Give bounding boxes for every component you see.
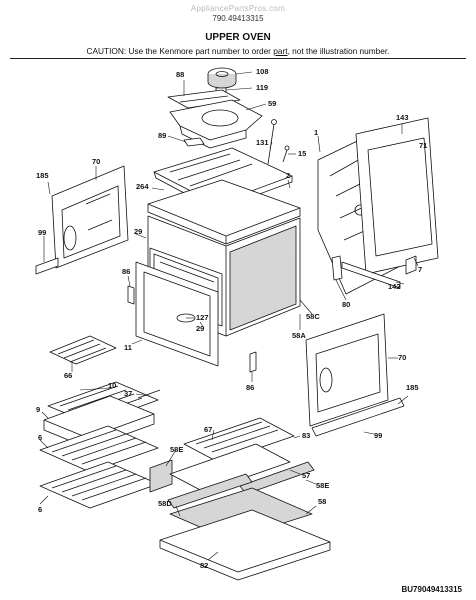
callout-2[interactable]: 2 — [286, 171, 291, 180]
model-number: 790.49413315 — [212, 14, 264, 23]
caution-part-link[interactable]: part — [273, 46, 288, 56]
part-142-strip[interactable] — [341, 261, 401, 289]
part-15[interactable] — [282, 145, 290, 163]
part-86-hinge-right[interactable] — [249, 351, 257, 373]
callout-67[interactable]: 67 — [204, 425, 213, 434]
part-82-bottom-pan[interactable] — [159, 509, 331, 581]
callout-185-right[interactable]: 185 — [406, 383, 419, 392]
callout-1[interactable]: 1 — [314, 128, 319, 137]
site-watermark: AppliancePartsPros.com — [190, 4, 286, 13]
callout-70-left[interactable]: 70 — [92, 157, 101, 166]
callout-142[interactable]: 142 — [388, 282, 401, 291]
part-6-rack-upper[interactable] — [39, 425, 159, 473]
callout-88[interactable]: 88 — [176, 70, 185, 79]
part-2-top-panel[interactable] — [147, 179, 301, 245]
header-divider — [10, 58, 466, 59]
callout-29-upper[interactable]: 29 — [134, 227, 143, 236]
caution-note: CAUTION: Use the Kenmore part number to … — [0, 46, 476, 56]
callout-11[interactable]: 11 — [124, 343, 132, 352]
part-99-left[interactable] — [35, 257, 59, 275]
callout-58[interactable]: 58 — [318, 497, 327, 506]
callout-86-left[interactable]: 86 — [122, 267, 131, 276]
part-57-insulation[interactable] — [169, 443, 291, 493]
callout-99-right[interactable]: 99 — [374, 431, 383, 440]
part-99-rail-right[interactable] — [311, 397, 405, 437]
callout-108[interactable]: 108 — [256, 67, 269, 76]
part-71-rear-panel[interactable] — [355, 117, 439, 275]
callout-131[interactable]: 131 — [256, 138, 269, 147]
callout-89[interactable]: 89 — [158, 131, 167, 140]
caution-text-start: CAUTION: Use the Kenmore part number to … — [86, 46, 274, 56]
callout-7[interactable]: 7 — [418, 265, 423, 274]
part-89-sensor[interactable] — [183, 137, 205, 147]
part-88-bracket[interactable] — [167, 89, 241, 109]
part-67-bake-element[interactable] — [183, 417, 295, 463]
part-108-fan-motor[interactable] — [207, 67, 237, 89]
callout-82[interactable]: 82 — [200, 561, 209, 570]
callout-143[interactable]: 143 — [396, 113, 409, 122]
callout-59[interactable]: 59 — [268, 99, 277, 108]
part-37[interactable] — [137, 389, 161, 399]
callout-10[interactable]: 10 — [108, 381, 117, 390]
callout-185-left[interactable]: 185 — [36, 171, 49, 180]
callout-57[interactable]: 57 — [302, 471, 311, 480]
callout-58e-left[interactable]: 58E — [170, 445, 184, 454]
callout-127[interactable]: 127 — [196, 313, 209, 322]
callout-6-lower[interactable]: 6 — [38, 505, 43, 514]
part-70-side-panel-right[interactable] — [305, 313, 389, 427]
diagram-title: UPPER OVEN — [205, 32, 271, 43]
part-7-bracket[interactable] — [405, 255, 417, 275]
callout-83[interactable]: 83 — [302, 431, 311, 440]
callout-70-right[interactable]: 70 — [398, 353, 407, 362]
part-58e-insulation[interactable] — [149, 459, 173, 493]
part-70-side-panel-left[interactable] — [51, 165, 129, 269]
callout-264[interactable]: 264 — [136, 182, 149, 191]
part-11-door-frame[interactable] — [135, 261, 219, 367]
callout-37[interactable]: 37 — [124, 389, 133, 398]
callout-9[interactable]: 9 — [36, 405, 41, 414]
callout-80[interactable]: 80 — [342, 300, 351, 309]
callout-58a[interactable]: 58A — [292, 331, 306, 340]
callout-58e-right[interactable]: 58E — [316, 481, 330, 490]
part-80-bracket[interactable] — [331, 255, 343, 281]
part-131-probe[interactable] — [267, 119, 277, 165]
callout-15[interactable]: 15 — [298, 149, 307, 158]
callout-119[interactable]: 119 — [256, 83, 269, 92]
part-86-hinge[interactable] — [127, 285, 135, 305]
callout-6-upper[interactable]: 6 — [38, 433, 43, 442]
leader-lines — [39, 71, 419, 561]
callout-99-left[interactable]: 99 — [38, 228, 47, 237]
part-66-broil-element[interactable] — [49, 335, 117, 365]
callout-66[interactable]: 66 — [64, 371, 73, 380]
callout-29-lower[interactable]: 29 — [196, 324, 205, 333]
callout-58d[interactable]: 58D — [158, 499, 172, 508]
part-58d-insulation[interactable] — [167, 473, 253, 509]
figure-id: BU79049413315 — [401, 585, 463, 594]
callout-58c[interactable]: 58C — [306, 312, 320, 321]
callout-71[interactable]: 71 — [419, 141, 428, 150]
part-6-rack-lower[interactable] — [39, 461, 159, 509]
part-59-heat-shield[interactable] — [169, 99, 263, 149]
caution-text-end: , not the illustration number. — [287, 46, 390, 56]
callout-86-right[interactable]: 86 — [246, 383, 255, 392]
